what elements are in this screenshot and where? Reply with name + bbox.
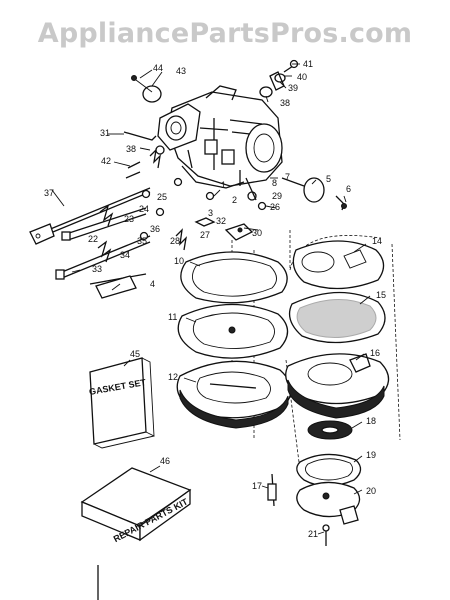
callout-37: 37	[44, 188, 54, 198]
callout-6: 6	[346, 184, 351, 194]
callout-33: 33	[92, 264, 102, 274]
callout-5: 5	[326, 174, 331, 184]
callout-7: 7	[285, 172, 290, 182]
callout-17: 17	[252, 481, 262, 491]
top-parts	[131, 59, 299, 103]
callout-12: 12	[168, 372, 178, 382]
callout-36: 36	[150, 224, 160, 234]
repair-parts-kit-box: REPAIR PARTS KIT	[80, 467, 192, 544]
callout-1: 1	[221, 180, 226, 190]
callout-24: 24	[139, 204, 149, 214]
watermark: AppliancePartsPros.com	[37, 18, 413, 49]
callout-45: 45	[130, 349, 140, 359]
callout-40: 40	[297, 72, 307, 82]
callout-44: 44	[153, 63, 163, 73]
callout-35: 35	[137, 236, 147, 246]
callout-18: 18	[366, 416, 376, 426]
callout-31: 31	[100, 128, 110, 138]
callout-32: 32	[216, 216, 226, 226]
callout-22: 22	[88, 234, 98, 244]
callout-15: 15	[376, 290, 386, 300]
callout-30: 30	[252, 228, 262, 238]
callout-46: 46	[160, 456, 170, 466]
callout-11: 11	[168, 312, 177, 322]
callout-25: 25	[157, 192, 167, 202]
gasket-set-box: GASKET SET	[88, 357, 155, 449]
shafts-and-springs	[29, 131, 347, 299]
leader-lines	[51, 63, 371, 535]
callout-27: 27	[200, 230, 210, 240]
callout-numbers: 44 43 41 40 39 38 31 38 42 37 5 6 7 8 29…	[44, 59, 386, 539]
callout-26: 26	[270, 202, 280, 212]
left-diaphragm-stack	[176, 251, 292, 429]
callout-19: 19	[366, 450, 376, 460]
callout-34: 34	[120, 250, 130, 260]
callout-42: 42	[101, 156, 111, 166]
right-diaphragm-stack	[267, 240, 390, 546]
callout-20: 20	[366, 486, 376, 496]
callout-4: 4	[150, 279, 155, 289]
callout-3: 3	[208, 208, 213, 218]
callout-23: 23	[124, 214, 134, 224]
callout-43: 43	[176, 66, 186, 76]
callout-38: 38	[126, 144, 136, 154]
callout-16: 16	[370, 348, 380, 358]
callout-38-top: 38	[280, 98, 290, 108]
callout-39: 39	[288, 83, 298, 93]
callout-29: 29	[272, 191, 282, 201]
callout-10: 10	[174, 256, 184, 266]
callout-14: 14	[372, 236, 382, 246]
callout-28: 28	[170, 236, 180, 246]
callout-8: 8	[272, 178, 277, 188]
callout-2: 2	[232, 195, 237, 205]
callout-41: 41	[303, 59, 313, 69]
callout-21: 21	[308, 529, 318, 539]
carburetor-body	[157, 85, 283, 189]
